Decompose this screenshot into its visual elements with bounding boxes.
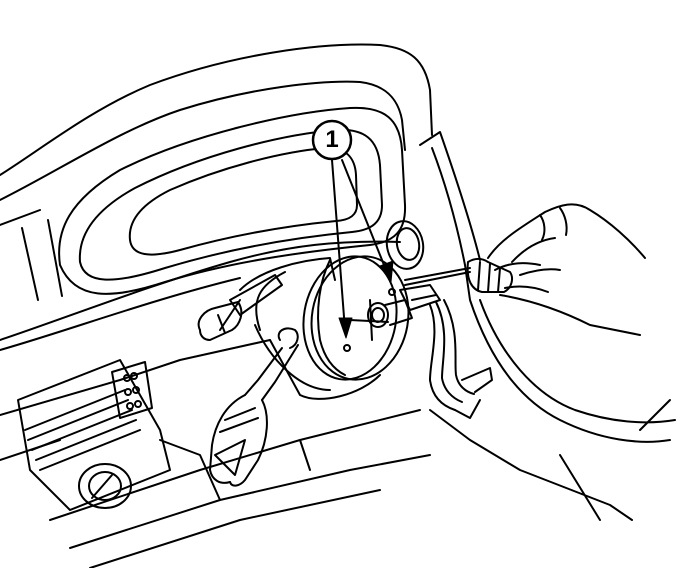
callout-badge-1: 1 <box>310 118 354 162</box>
wiring-harness <box>399 284 493 419</box>
wiper-stalk-lower <box>209 327 299 487</box>
air-vent <box>17 359 171 511</box>
hand <box>487 203 646 336</box>
clockspring <box>302 255 413 381</box>
steering-column-shroud <box>219 257 381 400</box>
headlamp-switch-knob <box>385 220 425 270</box>
callout-arrows <box>331 159 394 339</box>
right-side-panel <box>419 131 676 521</box>
dashboard-outline <box>0 43 433 351</box>
instrument-cluster-opening <box>58 106 407 295</box>
lower-dash-panel <box>0 339 431 568</box>
turn-signal-stalk-upper <box>197 274 283 341</box>
callout-circle-icon <box>311 119 353 161</box>
callout-label: 1 <box>325 126 339 153</box>
screwdriver <box>404 258 513 293</box>
